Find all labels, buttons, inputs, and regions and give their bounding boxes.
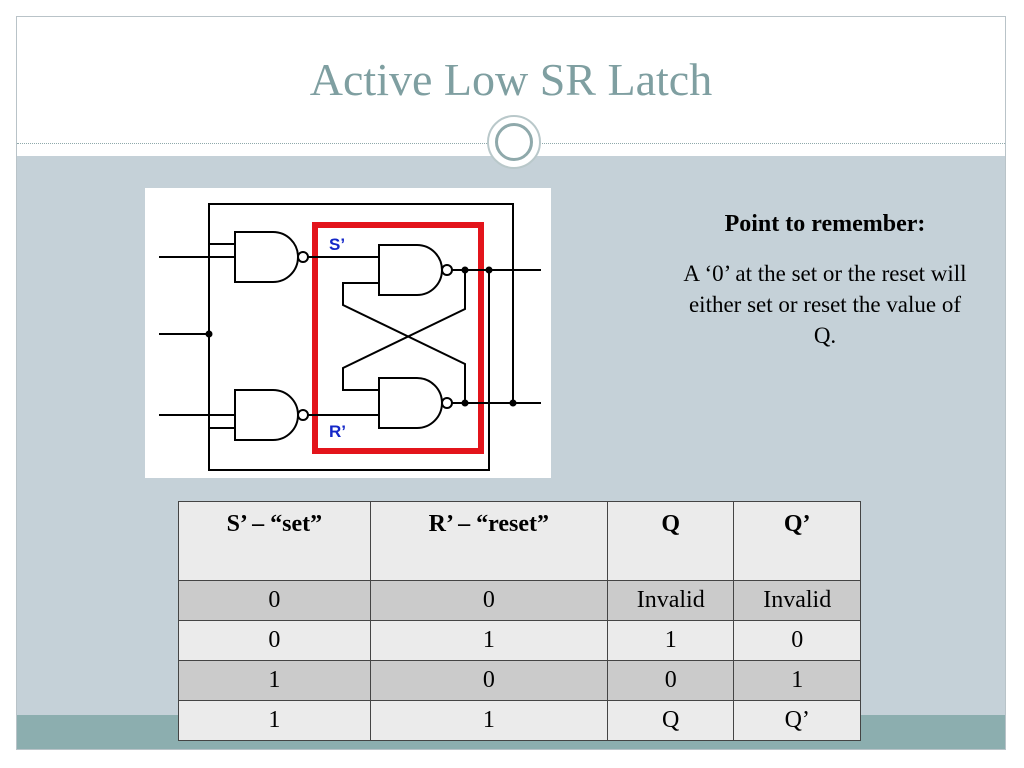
circle-emblem-inner — [495, 123, 533, 161]
header-q: Q — [606, 501, 735, 581]
slide-title: Active Low SR Latch — [309, 54, 713, 105]
table-cell: 1 — [733, 660, 861, 701]
highlight-box — [312, 222, 484, 454]
table-cell: 1 — [606, 620, 735, 661]
s-prime-label: S’ — [329, 235, 345, 254]
nand-gate-1-icon — [234, 231, 299, 283]
table-row: 0 1 1 0 — [178, 620, 861, 661]
callout-text: A ‘0’ at the set or the reset will eithe… — [683, 261, 967, 348]
junction-dot — [461, 399, 469, 407]
junction-dot — [205, 330, 213, 338]
sr-latch-diagram: S’ R’ — [145, 188, 551, 478]
table-row: 1 1 Q Q’ — [178, 700, 861, 741]
table-cell: 0 — [178, 620, 371, 661]
table-cell: 0 — [733, 620, 861, 661]
junction-dot — [485, 266, 493, 274]
table-cell: Q’ — [733, 700, 861, 741]
header-r-prime: R’ – “reset” — [369, 501, 608, 581]
r-prime-label: R’ — [329, 422, 346, 441]
table-cell: 0 — [606, 660, 735, 701]
table-cell: 1 — [178, 700, 371, 741]
nand-gate-2-icon — [234, 389, 299, 441]
table-cell: Invalid — [733, 580, 861, 621]
table-cell: 0 — [369, 580, 608, 621]
truth-table: S’ – “set” R’ – “reset” Q Q’ 0 0 Invalid… — [178, 501, 861, 741]
table-cell: 0 — [369, 660, 608, 701]
nand-gate-3-icon — [378, 244, 443, 296]
nand-gate-4-bubble — [441, 397, 453, 409]
slide: Active Low SR Latch — [16, 16, 1006, 750]
table-header-row: S’ – “set” R’ – “reset” Q Q’ — [178, 501, 861, 581]
table-row: 0 0 Invalid Invalid — [178, 580, 861, 621]
circle-emblem-icon — [487, 115, 541, 169]
junction-dot — [509, 399, 517, 407]
nand-gate-1-bubble — [297, 251, 309, 263]
table-cell: 1 — [369, 620, 608, 661]
table-cell: Q — [606, 700, 735, 741]
table-cell: 0 — [178, 580, 371, 621]
nand-gate-4-icon — [378, 377, 443, 429]
table-row: 1 0 0 1 — [178, 660, 861, 701]
header-q-prime: Q’ — [733, 501, 861, 581]
nand-gate-2-bubble — [297, 409, 309, 421]
header-s-prime: S’ – “set” — [178, 501, 371, 581]
callout-heading: Point to remember: — [724, 211, 926, 237]
table-cell: 1 — [369, 700, 608, 741]
nand-gate-3-bubble — [441, 264, 453, 276]
junction-dot — [461, 266, 469, 274]
table-cell: Invalid — [606, 580, 735, 621]
table-cell: 1 — [178, 660, 371, 701]
callout-box: Point to remember: A ‘0’ at the set or t… — [675, 211, 975, 351]
